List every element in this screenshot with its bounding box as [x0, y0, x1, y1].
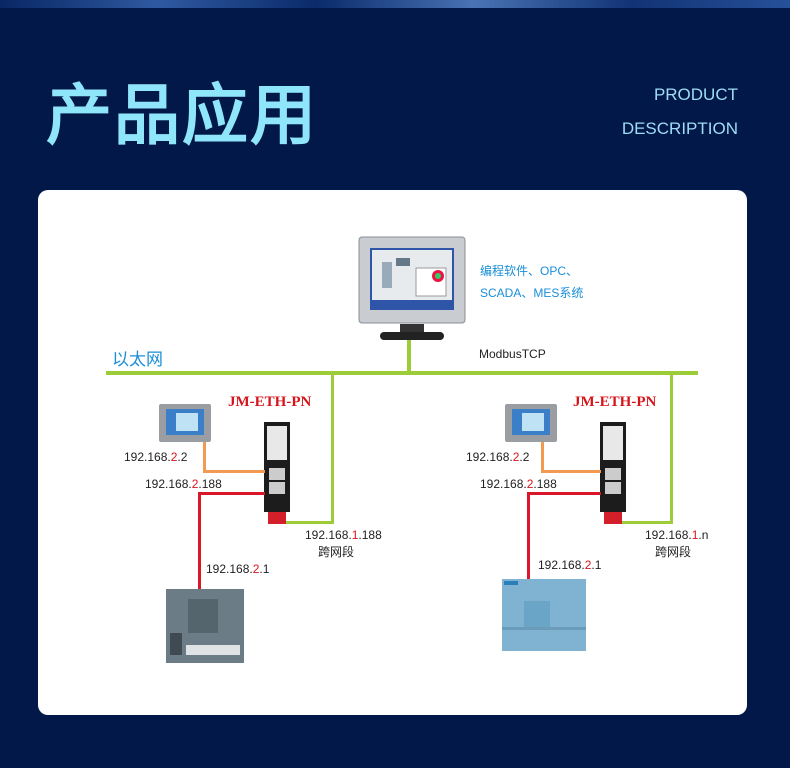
protocol-label: ModbusTCP	[479, 347, 546, 361]
ethernet-bus	[106, 371, 698, 375]
hmi-ip-label: 192.168.2.2	[124, 450, 188, 464]
subtitle-line-2: DESCRIPTION	[621, 119, 738, 138]
node2-hmi-link-v	[541, 442, 544, 472]
page-title: 产品应用	[46, 77, 318, 154]
diagram-card: 编程软件、OPC、 SCADA、MES系统 ModbusTCP 以太网 JM-E…	[38, 190, 747, 715]
node1-plc-link-v	[198, 492, 201, 602]
gateway-lan-ip-label: 192.168.2.188	[145, 477, 222, 491]
scada-monitor-icon	[358, 236, 466, 340]
node2-plc-link-h	[527, 492, 601, 495]
gateway-device-icon	[600, 422, 626, 524]
gateway-model-label: JM-ETH-PN	[228, 394, 312, 410]
node1-hmi-link-h	[203, 470, 265, 473]
gateway-lan-ip-label: 192.168.2.188	[480, 477, 557, 491]
plc-ip-label: 192.168.2.1	[538, 558, 602, 572]
node2-uplink-h	[620, 521, 673, 524]
cross-segment-label: 跨网段	[318, 545, 355, 559]
node2-uplink	[670, 373, 673, 523]
node1-uplink	[331, 373, 334, 523]
plc-device-icon	[502, 579, 586, 651]
node1-hmi-link-v	[203, 442, 206, 472]
header-banner-strip	[0, 0, 790, 8]
monitor-link	[407, 340, 411, 374]
gateway-model-label: JM-ETH-PN	[573, 394, 657, 410]
system-label-line-2: SCADA、MES系统	[480, 286, 584, 300]
gateway-device-icon	[264, 422, 290, 524]
node2-hmi-link-h	[541, 470, 601, 473]
system-label-line-1: 编程软件、OPC、	[480, 264, 579, 278]
plc-device-icon	[166, 589, 244, 663]
node1-plc-link-h	[198, 492, 265, 495]
page-subtitle: PRODUCT DESCRIPTION	[622, 78, 738, 146]
system-label: 编程软件、OPC、 SCADA、MES系统	[480, 260, 583, 304]
gateway-wan-ip-label: 192.168.1.n	[645, 528, 709, 542]
subtitle-line-1: PRODUCT	[653, 85, 738, 104]
network-label: 以太网	[112, 350, 163, 369]
node1-uplink-h	[284, 521, 334, 524]
node2-plc-link-v	[527, 492, 530, 602]
hmi-ip-label: 192.168.2.2	[466, 450, 530, 464]
cross-segment-label: 跨网段	[655, 545, 692, 559]
hmi-panel-icon	[505, 404, 557, 442]
gateway-wan-ip-label: 192.168.1.188	[305, 528, 382, 542]
hmi-panel-icon	[159, 404, 211, 442]
plc-ip-label: 192.168.2.1	[206, 562, 270, 576]
